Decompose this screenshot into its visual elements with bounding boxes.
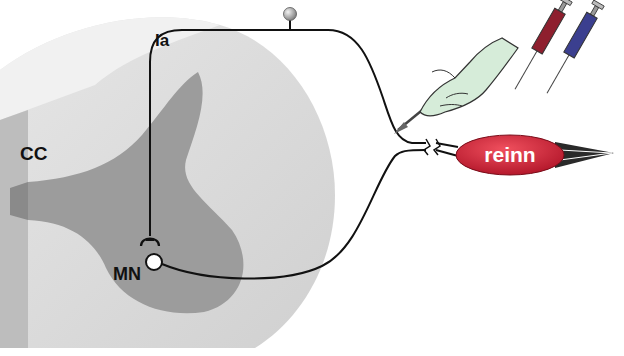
cut-mark — [434, 139, 440, 155]
tendon — [560, 150, 612, 160]
synapse-terminal — [146, 239, 154, 241]
grey-matter-cut — [10, 182, 28, 220]
structure-label: MN — [113, 264, 141, 285]
structure-label: Ia — [155, 31, 169, 51]
structure-label: CC — [20, 143, 47, 165]
white-matter — [0, 17, 335, 348]
syringe-blue — [542, 0, 604, 96]
muscle-node: reinn — [455, 134, 565, 176]
gloved-hand — [420, 38, 518, 116]
scalpel-blade — [394, 122, 408, 134]
nerve-fiber — [436, 150, 458, 156]
sensory-ending — [284, 8, 297, 21]
synapse-terminal — [141, 239, 159, 247]
glove-fingers — [432, 70, 468, 106]
ia-afferent-fiber — [150, 30, 426, 236]
motor-axon — [162, 150, 426, 279]
muscle-label: reinn — [455, 134, 565, 176]
motoneuron-soma — [146, 254, 162, 270]
cut-mark — [424, 139, 430, 155]
syringe-red — [510, 0, 572, 92]
